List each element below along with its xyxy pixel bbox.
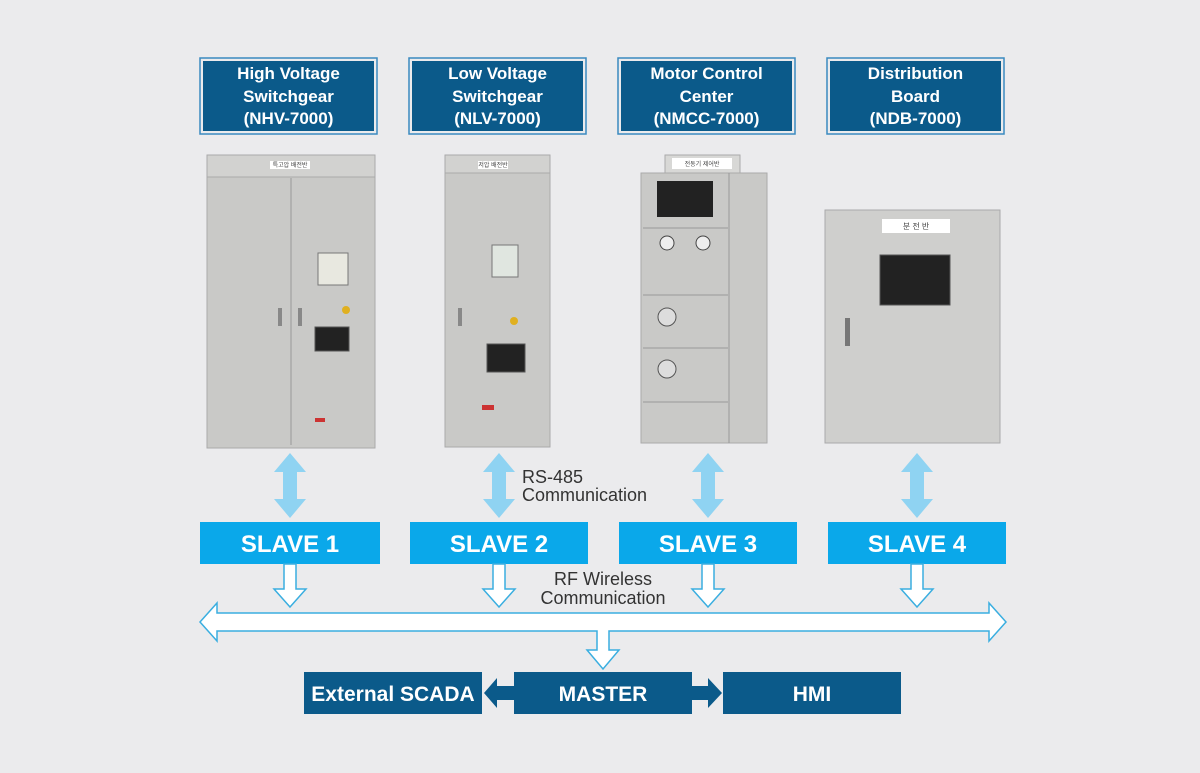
bottom-row: External SCADA MASTER HMI bbox=[304, 672, 901, 714]
header-ndb: Distribution Board (NDB-7000) bbox=[826, 57, 1005, 135]
header-line: Motor Control bbox=[650, 64, 762, 83]
down-arrow-icon bbox=[481, 563, 517, 609]
panel-low-voltage: 저압 배전반 bbox=[444, 154, 551, 448]
double-arrow-icon bbox=[483, 453, 515, 518]
rf-arrows bbox=[198, 563, 1008, 671]
slave-label: SLAVE 1 bbox=[241, 531, 339, 558]
external-scada-box bbox=[304, 672, 482, 714]
rs485-arrows bbox=[274, 453, 933, 518]
down-arrow-icon bbox=[899, 563, 935, 609]
master-label: MASTER bbox=[559, 683, 648, 706]
header-line: (NHV-7000) bbox=[244, 109, 334, 128]
header-line: Switchgear bbox=[452, 87, 543, 106]
down-arrow-icon bbox=[272, 563, 308, 609]
header-line: Distribution bbox=[868, 64, 963, 83]
header-line: Board bbox=[891, 87, 940, 106]
slave-1-box bbox=[200, 522, 380, 564]
panel-label: 분 전 반 bbox=[903, 221, 930, 231]
panel-label: 저압 배전반 bbox=[478, 161, 508, 169]
slave-2-box bbox=[410, 522, 588, 564]
panel-label: 특고압 배전반 bbox=[273, 161, 308, 169]
hmi-box bbox=[723, 672, 901, 714]
header-line: Switchgear bbox=[243, 87, 334, 106]
header-line: (NMCC-7000) bbox=[654, 109, 760, 128]
panel-label: 전동기 제어반 bbox=[685, 160, 720, 168]
slave-boxes: SLAVE 1 SLAVE 2 SLAVE 3 SLAVE 4 bbox=[200, 522, 1006, 564]
double-arrow-icon bbox=[901, 453, 933, 518]
slave-3-box bbox=[619, 522, 797, 564]
header-line: (NLV-7000) bbox=[454, 109, 541, 128]
rf-label: RF Wireless bbox=[554, 569, 652, 589]
header-line: High Voltage bbox=[237, 64, 340, 83]
header-nmcc: Motor Control Center (NMCC-7000) bbox=[617, 57, 796, 135]
header-line: Center bbox=[680, 87, 734, 106]
header-nhv: High Voltage Switchgear (NHV-7000) bbox=[199, 57, 378, 135]
double-arrow-icon bbox=[274, 453, 306, 518]
header-line: (NDB-7000) bbox=[870, 109, 962, 128]
header-line: Low Voltage bbox=[448, 64, 547, 83]
header-nlv: Low Voltage Switchgear (NLV-7000) bbox=[408, 57, 587, 135]
panel-distribution-board: 분 전 반 bbox=[824, 209, 1001, 444]
master-box bbox=[514, 672, 692, 714]
panel-high-voltage: 특고압 배전반 bbox=[206, 154, 376, 449]
rs485-label: Communication bbox=[522, 485, 647, 505]
arrow-right-icon bbox=[692, 678, 722, 708]
hmi-label: HMI bbox=[793, 683, 832, 706]
down-arrow-icon bbox=[690, 563, 726, 609]
panel-motor-control: 전동기 제어반 bbox=[640, 154, 768, 444]
slave-label: SLAVE 2 bbox=[450, 531, 548, 558]
rf-label: Communication bbox=[540, 588, 665, 608]
external-scada-label: External SCADA bbox=[311, 683, 474, 706]
double-arrow-icon bbox=[692, 453, 724, 518]
slave-label: SLAVE 3 bbox=[659, 531, 757, 558]
bus-double-arrow-icon bbox=[198, 601, 1008, 671]
slave-label: SLAVE 4 bbox=[868, 531, 967, 558]
header-boxes: High Voltage Switchgear (NHV-7000) Low V… bbox=[199, 57, 1005, 135]
rs485-label: RS-485 bbox=[522, 467, 583, 487]
slave-4-box bbox=[828, 522, 1006, 564]
arrow-left-icon bbox=[484, 678, 514, 708]
